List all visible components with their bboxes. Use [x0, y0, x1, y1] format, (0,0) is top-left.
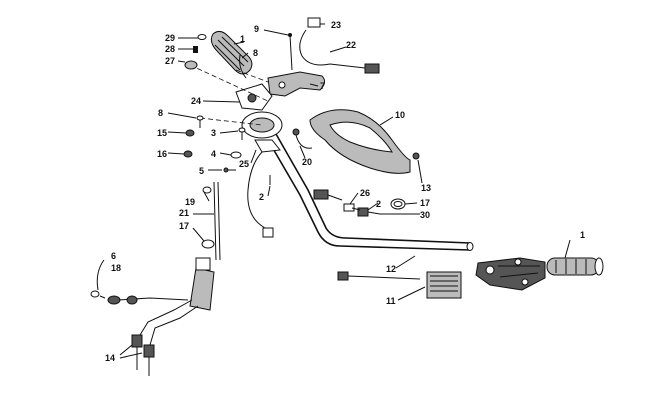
callout-25: 25	[239, 159, 249, 169]
callout-2b: 2	[376, 199, 381, 209]
hardware-left	[183, 34, 246, 173]
handlebar-hub	[241, 111, 283, 153]
callout-29: 29	[165, 33, 175, 43]
callout-8a: 8	[253, 48, 258, 58]
screw-13	[412, 152, 420, 160]
callout-10: 10	[395, 110, 405, 120]
callout-17a: 17	[179, 221, 189, 231]
right-grip	[546, 257, 604, 276]
heater-wire	[337, 271, 462, 299]
throttle-assembly	[475, 257, 546, 291]
callout-8b: 8	[158, 108, 163, 118]
callout-26: 26	[360, 188, 370, 198]
handlebar	[267, 133, 474, 251]
callout-28: 28	[165, 44, 175, 54]
callout-7: 7	[320, 81, 325, 91]
hand-guard	[309, 109, 411, 174]
callout-3: 3	[211, 128, 216, 138]
callout-27: 27	[165, 56, 175, 66]
callout-17b: 17	[420, 198, 430, 208]
callout-9: 9	[254, 24, 259, 34]
switch-wire-left	[247, 151, 274, 238]
callout-1a: 1	[240, 34, 245, 44]
wire-20	[292, 128, 313, 149]
callout-2a: 2	[259, 192, 264, 202]
left-grip	[210, 30, 253, 75]
callout-13: 13	[421, 183, 431, 193]
master-cylinder	[235, 83, 273, 111]
alignment-lines	[189, 64, 271, 126]
callout-23: 23	[331, 20, 341, 30]
screw-and-connectors	[239, 17, 380, 79]
callout-20: 20	[302, 157, 312, 167]
cable-junction	[90, 257, 215, 346]
callout-1b: 1	[580, 230, 585, 240]
callout-labels: 1 1 2 2 3 4 5 6 7 8 8 9 10 11 12 13 14 1…	[105, 20, 585, 363]
callout-19: 19	[185, 197, 195, 207]
callout-24: 24	[191, 96, 201, 106]
adjusters-14	[131, 334, 155, 376]
ring-17	[390, 198, 406, 210]
switch-26	[313, 189, 381, 217]
callout-15: 15	[157, 128, 167, 138]
callout-4: 4	[211, 149, 216, 159]
callout-30: 30	[420, 210, 430, 220]
brake-lever	[267, 71, 326, 97]
callout-22: 22	[346, 40, 356, 50]
leader-lines	[96, 23, 571, 359]
callout-14: 14	[105, 353, 115, 363]
callout-16: 16	[157, 149, 167, 159]
callout-6: 6	[111, 251, 116, 261]
callout-18: 18	[111, 263, 121, 273]
callout-12: 12	[386, 264, 396, 274]
throttle-cable	[201, 181, 221, 261]
callout-21: 21	[179, 208, 189, 218]
callout-5: 5	[199, 166, 204, 176]
callout-11: 11	[386, 296, 396, 306]
